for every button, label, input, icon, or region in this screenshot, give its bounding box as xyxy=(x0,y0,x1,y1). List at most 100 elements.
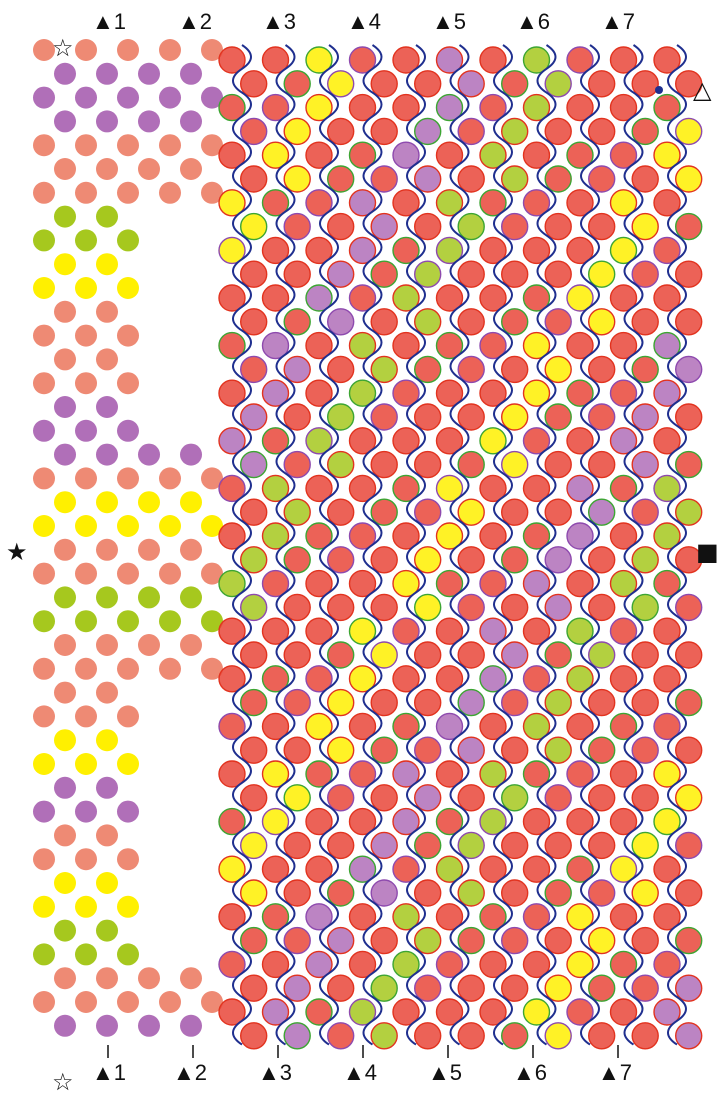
bead-right xyxy=(632,309,658,335)
top-marker-6: ▲6 xyxy=(516,9,550,34)
bead-right xyxy=(284,261,310,287)
bead-right xyxy=(415,785,441,811)
bead-right xyxy=(545,737,571,763)
bead-right xyxy=(545,928,571,954)
start-star-top: ☆ xyxy=(52,34,74,62)
bead-left xyxy=(75,372,97,394)
bead-right xyxy=(458,737,484,763)
bead-left xyxy=(96,444,118,466)
bead-left xyxy=(54,872,76,894)
bead-right xyxy=(632,547,658,573)
bead-left xyxy=(180,634,202,656)
bead-right xyxy=(284,309,310,335)
bead-left xyxy=(117,991,139,1013)
bead-right xyxy=(458,975,484,1001)
bead-left xyxy=(54,491,76,513)
bead-right xyxy=(284,832,310,858)
bead-right xyxy=(328,452,354,478)
bottom-marker-1: ▲1 xyxy=(92,1060,126,1085)
bead-left xyxy=(33,515,55,537)
bead-left xyxy=(96,158,118,180)
bead-right xyxy=(415,214,441,240)
bead-right xyxy=(241,452,267,478)
bead-right xyxy=(371,261,397,287)
bead-right xyxy=(589,356,615,382)
bead-right xyxy=(502,214,528,240)
bead-right xyxy=(328,642,354,668)
bead-right xyxy=(545,594,571,620)
bead-right xyxy=(415,1023,441,1049)
bead-left xyxy=(96,1015,118,1037)
bead-right xyxy=(328,737,354,763)
bead-right xyxy=(458,880,484,906)
bead-right xyxy=(415,737,441,763)
bead-left xyxy=(75,753,97,775)
bead-right xyxy=(415,118,441,144)
bead-right xyxy=(458,928,484,954)
bead-left xyxy=(117,467,139,489)
bead-right xyxy=(371,452,397,478)
bead-left xyxy=(54,682,76,704)
bead-right xyxy=(241,356,267,382)
bead-left xyxy=(33,610,55,632)
bead-right xyxy=(458,642,484,668)
bead-right xyxy=(284,690,310,716)
bead-right xyxy=(241,880,267,906)
bead-left xyxy=(96,491,118,513)
bead-left xyxy=(159,563,181,585)
bead-right xyxy=(415,832,441,858)
middle-star-left: ★ xyxy=(6,538,28,566)
bead-left xyxy=(117,39,139,61)
bead-right xyxy=(502,547,528,573)
bead-left xyxy=(75,39,97,61)
bead-left xyxy=(54,158,76,180)
bead-right xyxy=(545,975,571,1001)
bead-right xyxy=(284,452,310,478)
bead-left xyxy=(138,539,160,561)
bead-right xyxy=(328,690,354,716)
bead-left xyxy=(96,634,118,656)
bead-right xyxy=(415,594,441,620)
bead-left xyxy=(117,229,139,251)
bead-left xyxy=(96,872,118,894)
bead-left xyxy=(54,634,76,656)
bead-right xyxy=(415,547,441,573)
bead-right xyxy=(328,785,354,811)
bead-left xyxy=(96,63,118,85)
bead-right xyxy=(545,309,571,335)
top-marker-1: ▲1 xyxy=(92,9,126,34)
bead-right xyxy=(458,118,484,144)
bead-right xyxy=(284,785,310,811)
bead-right xyxy=(371,737,397,763)
bead-left xyxy=(96,586,118,608)
bead-right xyxy=(676,499,702,525)
bead-left xyxy=(180,158,202,180)
bead-right xyxy=(458,309,484,335)
bead-left xyxy=(54,539,76,561)
bead-right xyxy=(241,975,267,1001)
bead-left xyxy=(96,110,118,132)
bead-right xyxy=(589,928,615,954)
bead-left xyxy=(75,943,97,965)
bead-right xyxy=(284,214,310,240)
bead-right xyxy=(328,1023,354,1049)
bead-right xyxy=(284,499,310,525)
bead-left xyxy=(180,110,202,132)
bead-right xyxy=(632,1023,658,1049)
bottom-marker-2: ▲2 xyxy=(173,1060,207,1085)
bead-right xyxy=(589,547,615,573)
bead-right xyxy=(545,261,571,287)
bead-left xyxy=(117,563,139,585)
bead-right xyxy=(502,356,528,382)
bead-right xyxy=(676,261,702,287)
bead-left xyxy=(75,658,97,680)
bead-right xyxy=(415,404,441,430)
bead-left xyxy=(75,563,97,585)
bottom-marker-4: ▲4 xyxy=(343,1060,377,1085)
bead-left xyxy=(54,396,76,418)
bead-right xyxy=(371,880,397,906)
bead-right xyxy=(371,785,397,811)
bead-right xyxy=(284,1023,310,1049)
bead-right xyxy=(502,499,528,525)
bead-right xyxy=(502,880,528,906)
